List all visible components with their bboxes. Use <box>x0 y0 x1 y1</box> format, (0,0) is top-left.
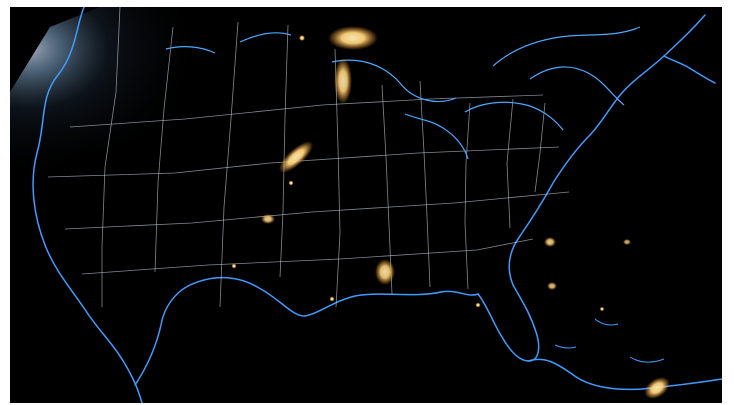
nova-scotia-line <box>663 55 716 84</box>
lightning-cluster-plains <box>261 214 275 224</box>
satellite-image <box>10 7 722 403</box>
lightning-cluster-north <box>328 26 378 50</box>
lightning-cluster-atlantic-1 <box>544 237 556 247</box>
earthshine-area <box>10 7 260 197</box>
night-map-svg <box>10 7 722 403</box>
gulf-coast-line <box>134 276 479 386</box>
lightning-cluster-caribbean <box>644 377 670 399</box>
lightning-spark <box>299 35 305 41</box>
lightning-cluster-midwest <box>278 141 314 173</box>
lightning-cluster-group <box>231 26 670 399</box>
lightning-spark <box>329 296 335 302</box>
lightning-spark <box>599 306 605 312</box>
lightning-cluster-atlantic-3 <box>547 282 557 290</box>
lightning-cluster-atlantic-2 <box>623 239 631 245</box>
east-coast-line <box>477 14 706 362</box>
coastline-group <box>32 7 722 403</box>
caribbean-coast-line <box>527 358 722 391</box>
lightning-spark <box>475 302 481 308</box>
lightning-spark <box>288 180 294 186</box>
lightning-cluster-minnesota <box>334 58 352 104</box>
small-islands-group <box>554 318 665 363</box>
lightning-spark <box>231 263 237 269</box>
west-coast-line <box>32 7 143 403</box>
canada-lakes-group <box>165 26 641 160</box>
lightning-cluster-mississippi <box>375 259 395 285</box>
